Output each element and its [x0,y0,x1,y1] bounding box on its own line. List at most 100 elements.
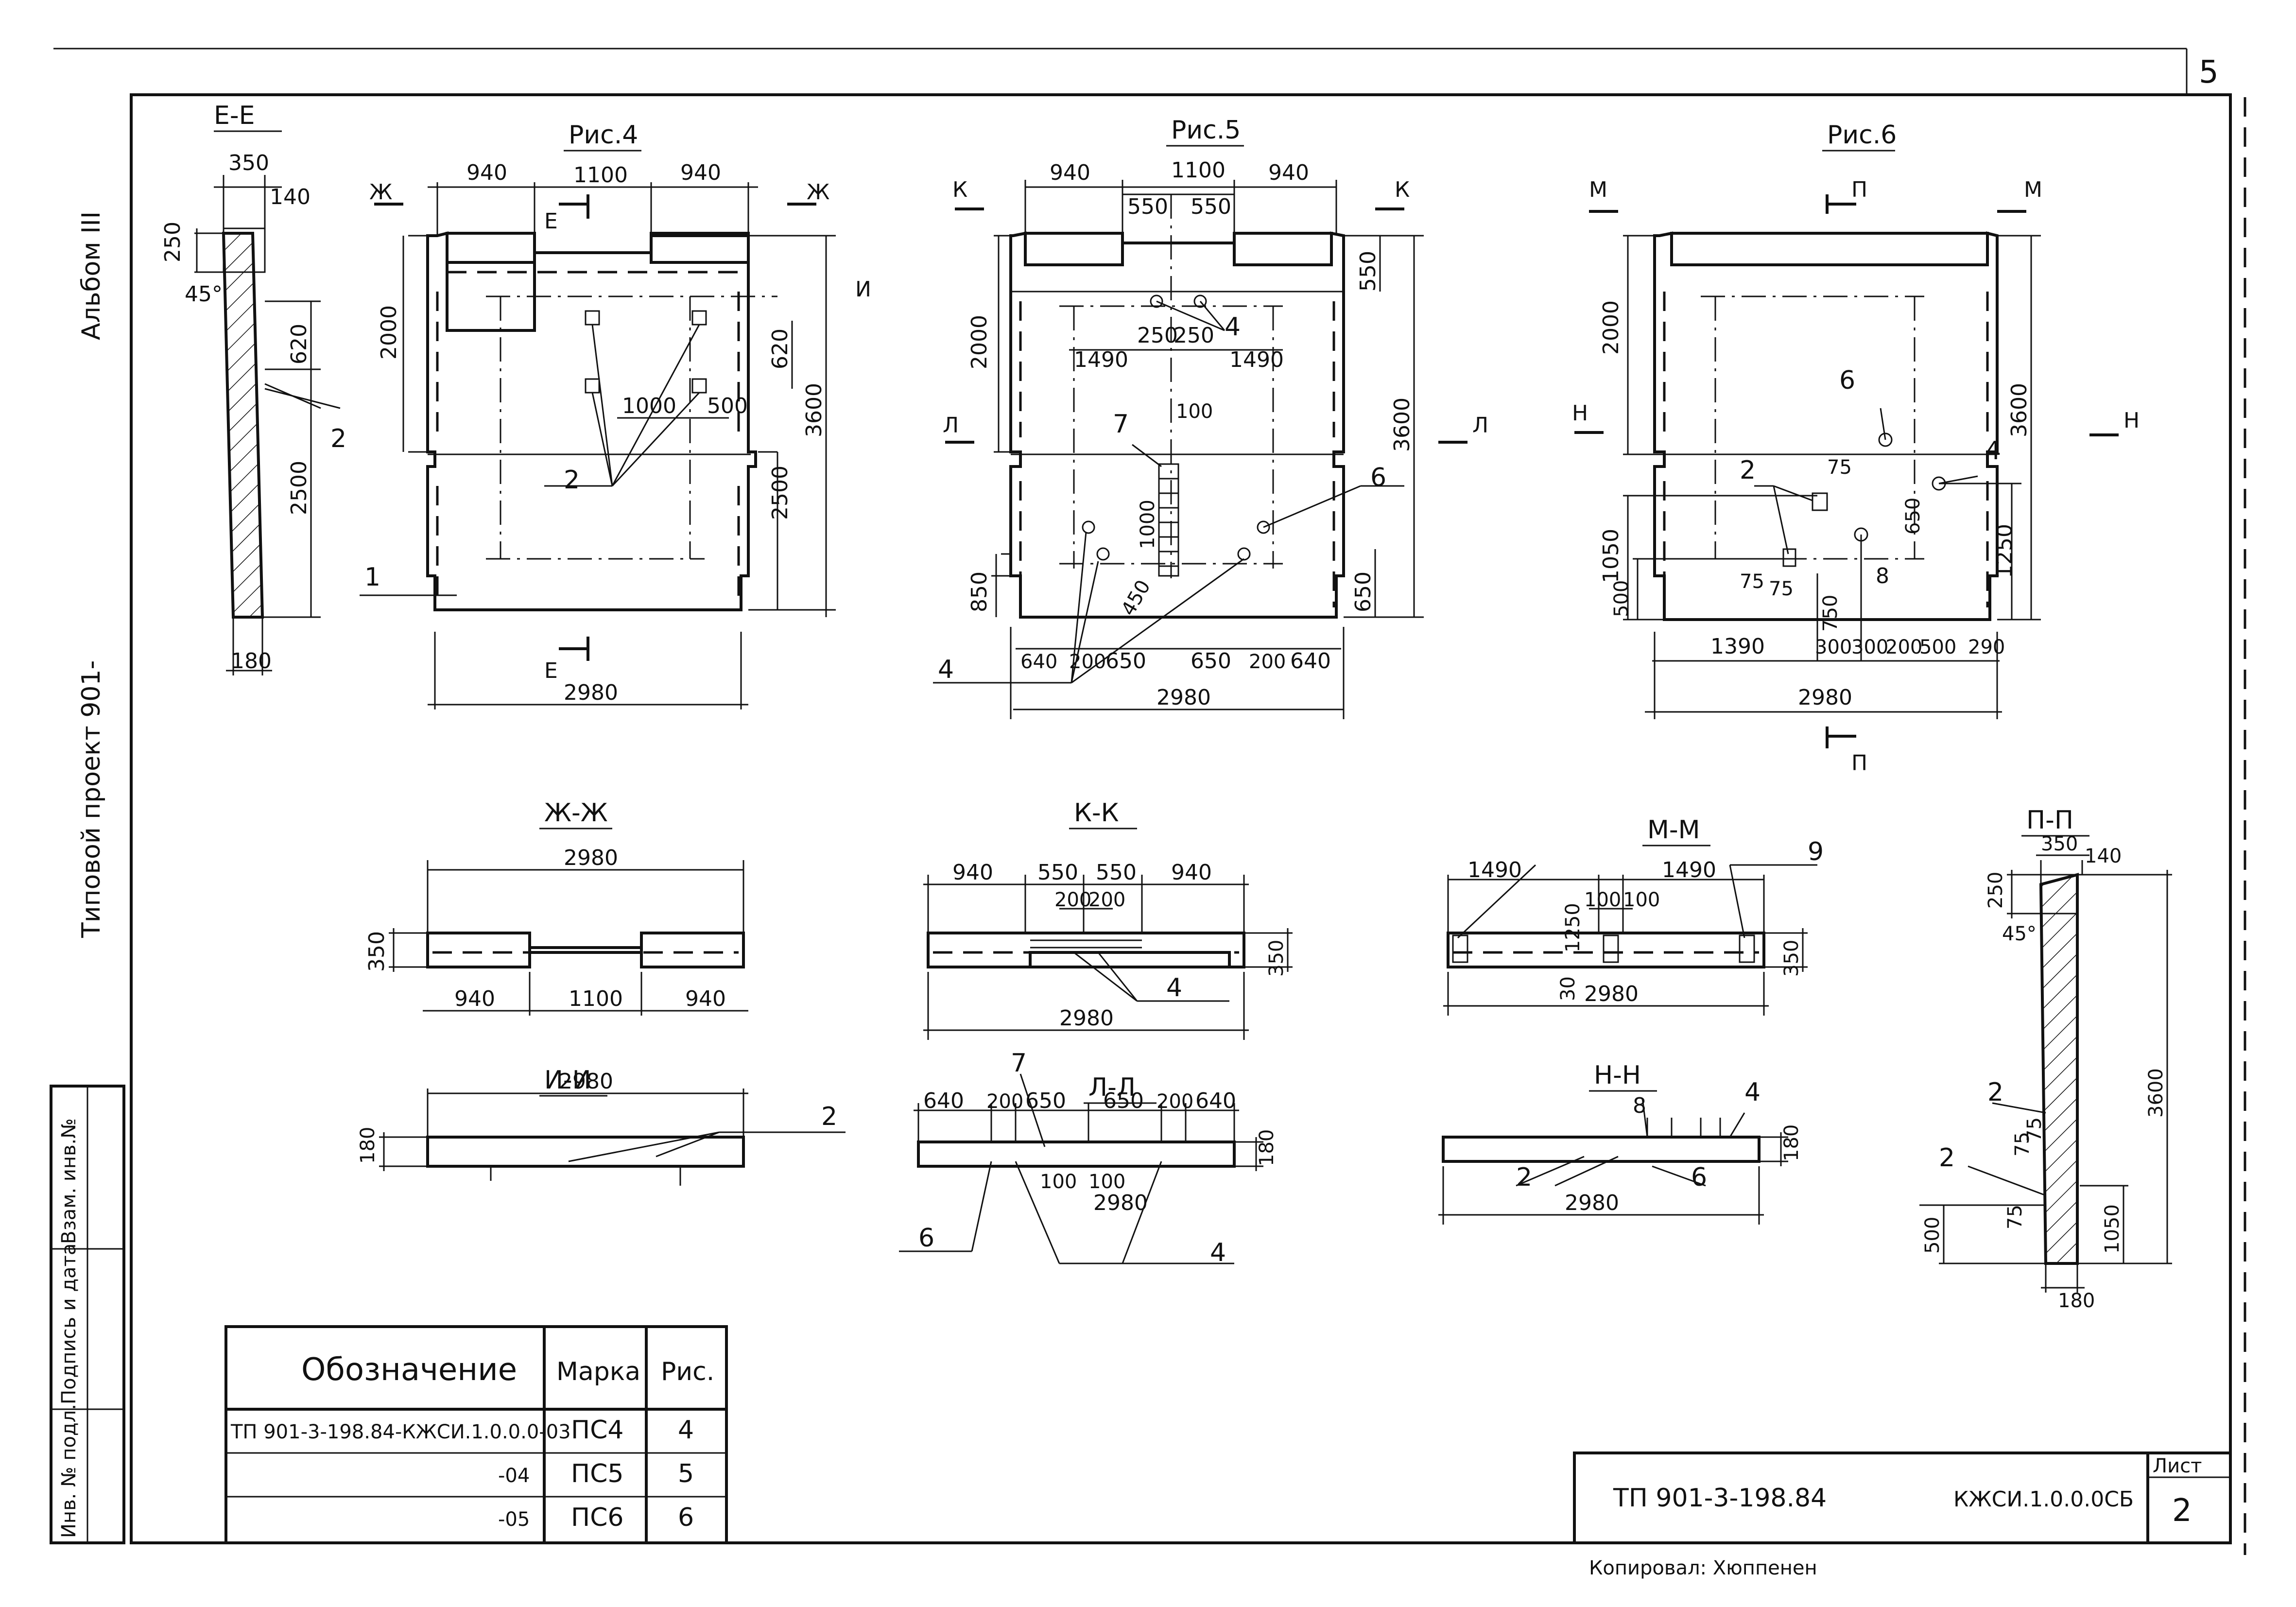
table-cell: 5 [678,1459,694,1488]
dim: 2980 [564,846,618,870]
dim: 350 [2041,833,2078,855]
title-block: ТП 901-3-198.84 КЖСИ.1.0.0.0СБ Лист 2 [1573,1451,2232,1544]
figure-title: Рис.4 [569,121,638,150]
cut-mark: Н [2123,408,2140,433]
cut-mark: Е [544,658,558,683]
dim: 940 [685,986,726,1011]
section-II: И-И 2980 180 2 [357,1066,846,1186]
dim: 940 [952,860,993,885]
dim: 180 [2058,1290,2095,1312]
dim: 250 [1174,323,1214,348]
figure-4: Рис.4 [360,121,871,709]
figure-6: Рис.6 [1572,121,2140,776]
dim: 200 [986,1090,1023,1113]
dim: 650 [1025,1089,1066,1113]
dim: 200 [1069,651,1106,673]
dim: 200 [1054,889,1091,911]
dim: 1250 [1992,524,2017,578]
section-NN: Н-Н 180 2980 8 4 2 6 [1438,1061,1803,1225]
dim: 140 [2085,845,2122,867]
dim: 940 [680,160,721,185]
callout: 2 [330,424,346,453]
dim: 2000 [967,315,992,369]
dim: 940 [466,160,507,185]
dim: 350 [228,151,269,175]
dim: 200 [1088,889,1125,911]
dim: 180 [1780,1124,1803,1161]
dim: 350 [364,931,389,972]
section-title: К-К [1074,798,1119,828]
cut-mark: И [855,277,871,302]
dim: 500 [1610,580,1633,617]
dim: 75 [2023,1117,2046,1142]
callout: 9 [1808,837,1824,866]
callout: 2 [564,466,580,495]
callout: 2 [1939,1143,1955,1173]
dim: 3600 [2007,383,2032,437]
dim: 2980 [559,1069,613,1094]
table-header: Обозначение [301,1352,517,1388]
project-code: ТП 901-3-198.84 [1613,1484,1827,1513]
callout: 4 [1166,973,1182,1002]
dim: 1490 [1467,858,1522,882]
dim: 1100 [1171,158,1226,183]
dim: 620 [768,328,793,369]
dim: 2500 [287,461,311,515]
dim: 2980 [1157,685,1211,710]
section-title: Ж-Ж [544,798,608,828]
callout: 4 [938,655,954,684]
section-LL: Л-Л 640 200 650 650 200 640 180 100 100 … [899,1049,1278,1267]
dim: 1100 [573,163,628,188]
section-title: М-М [1647,815,1700,845]
dim: 650 [1351,571,1376,612]
dim: 550 [1191,194,1231,219]
callout: 4 [1985,436,2001,466]
project-label: Типовой проект 901- [77,660,106,938]
side-labels: Альбом III Типовой проект 901- [77,211,106,938]
table-header: Рис. [661,1357,714,1386]
approval-stamp: Инв. № подл. Подпись и дата Взам. инв.№ [50,1085,125,1544]
dim: 940 [1268,160,1309,185]
figure-5: Рис.5 [933,116,1488,719]
dim: 100 [1040,1171,1077,1193]
dim: 850 [967,571,992,612]
table-cell: 6 [678,1503,694,1532]
callout: 6 [918,1224,934,1253]
dim: 940 [1050,160,1090,185]
cut-mark: К [1395,177,1410,202]
dim: 1490 [1662,858,1716,882]
section-title: Л-Л [1088,1073,1136,1102]
dim: 2500 [768,466,793,520]
dim: 500 [1919,636,1956,658]
dim: 75 [1827,456,1852,479]
dim: 550 [1356,251,1381,292]
callout: 2 [821,1102,837,1131]
dim: 2000 [1599,300,1623,355]
dim: 250 [1137,323,1178,348]
dim: 750 [1819,595,1842,632]
section-EE: Е-Е 350 140 250 45° 620 2500 180 2 [160,101,346,675]
callout: 8 [1633,1093,1646,1118]
dim: 200 [1249,651,1286,673]
callout: 6 [1839,366,1855,395]
stamp-sign-label: Подпись и дата [58,1244,80,1404]
callout: 7 [1011,1049,1027,1078]
table-cell: ТП 901-3-198.84-КЖСИ.1.0.0.0-03 [230,1421,571,1443]
cut-mark: Е [544,209,558,234]
dim: 75 [1769,578,1794,600]
callout: 4 [1210,1238,1226,1267]
dim: 200 [1157,1090,1193,1113]
cut-mark: Ж [807,180,829,205]
section-title: Н-Н [1594,1061,1641,1090]
dim: 3600 [2145,1068,2167,1118]
dim: 1250 [1562,903,1584,952]
section-KK: К-К 940 550 550 940 200 200 350 2980 4 [923,798,1293,1040]
cut-mark: Н [1572,401,1588,426]
dim: 640 [923,1089,964,1113]
album-label: Альбом III [77,211,106,340]
dim: 300 [1815,636,1852,658]
dim: 1000 [1137,500,1159,549]
cut-mark: П [1851,177,1867,202]
dim: 250 [1985,872,2007,909]
dim: 250 [160,222,185,262]
